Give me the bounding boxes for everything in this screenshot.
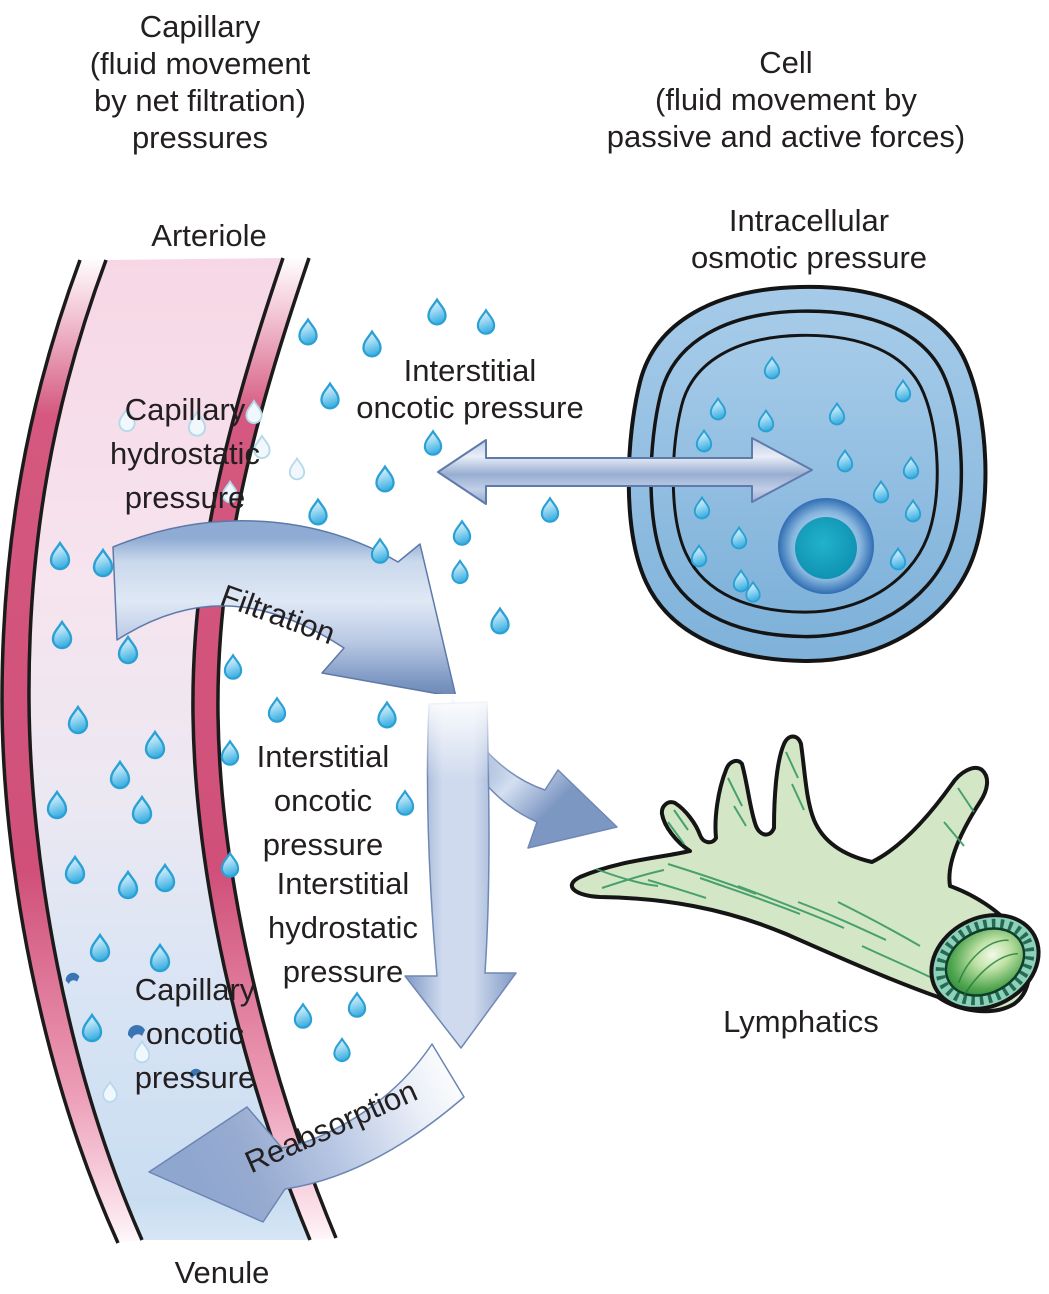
lymphatic-vessel xyxy=(570,734,1041,1014)
label-line: pressure xyxy=(134,1060,256,1095)
water-droplet-icon xyxy=(223,654,243,680)
venule-label: Venule xyxy=(174,1255,270,1290)
interstitial-oncotic-pressure-label: Interstitial oncotic pressure xyxy=(198,735,448,867)
vessel-outlines xyxy=(0,257,338,1244)
label-line: Capillary xyxy=(134,972,256,1007)
water-droplet-icon xyxy=(370,538,390,564)
interstitial-flow-arrows xyxy=(402,694,618,1049)
water-droplet-icon xyxy=(267,697,287,723)
reabsorption-arrow xyxy=(148,1043,465,1223)
label-line: pressure xyxy=(124,480,246,515)
label-line: Interstitial xyxy=(276,866,410,901)
label-line: hydrostatic xyxy=(110,436,260,471)
heading-line: (fluid movement by xyxy=(655,82,917,117)
capillary-vessel xyxy=(0,257,338,1244)
interstitial-hydrostatic-pressure-label: Interstitial hydrostatic pressure xyxy=(218,862,468,994)
heading-line: pressures xyxy=(131,120,269,155)
heading-line: Capillary xyxy=(139,9,261,44)
water-droplet-icon xyxy=(427,298,447,326)
intracellular-osmotic-pressure-label: Intracellular osmotic pressure xyxy=(634,202,984,276)
vessel-lumen xyxy=(28,258,310,1240)
heading-line: (fluid movement xyxy=(89,46,311,81)
vessel-wall-left xyxy=(2,260,142,1243)
water-droplet-icon xyxy=(308,498,328,526)
capillary-oncotic-pressure-label: Capillary oncotic pressure xyxy=(70,968,320,1100)
arteriole-label: Arteriole xyxy=(151,218,267,253)
label-line: hydrostatic xyxy=(268,910,418,945)
water-droplet-icon xyxy=(451,559,469,585)
label-line: Interstitial xyxy=(403,353,537,388)
label-line: Interstitial xyxy=(256,739,390,774)
water-droplet-icon xyxy=(452,520,472,546)
water-droplet-icon xyxy=(298,318,318,346)
interstitial-down-arrow xyxy=(404,701,517,1049)
water-droplet-icon xyxy=(375,465,395,493)
water-droplet-icon xyxy=(540,497,560,523)
label-line: osmotic pressure xyxy=(690,240,928,275)
cell-heading: Cell (fluid movement by passive and acti… xyxy=(561,44,1011,155)
water-droplet-icon xyxy=(490,607,510,635)
capillary-pressures-heading: Capillary (fluid movement by net filtrat… xyxy=(25,8,375,156)
label-line: oncotic xyxy=(145,1016,245,1051)
cell-nucleus xyxy=(778,498,874,594)
lymphatics-label: Lymphatics xyxy=(723,1004,879,1039)
lymphatic-opening xyxy=(929,913,1041,1011)
water-droplet-icon xyxy=(423,430,443,456)
label-line: oncotic xyxy=(273,783,373,818)
label-line: pressure xyxy=(282,954,404,989)
cell xyxy=(437,284,988,664)
lymphatic-texture-lines xyxy=(595,751,975,981)
label-line: pressure xyxy=(262,827,384,862)
label-line: oncotic pressure xyxy=(356,390,584,425)
interstitial-oncotic-pressure-upper-label: Interstitial oncotic pressure xyxy=(320,352,620,426)
transmembrane-osmosis-arrow xyxy=(437,437,813,505)
vessel-wall-right xyxy=(192,258,336,1240)
label-line: Intracellular xyxy=(728,203,890,238)
water-droplet-icon xyxy=(347,992,367,1018)
label-line: Capillary xyxy=(124,392,246,427)
water-droplet-icon xyxy=(377,701,397,729)
heading-line: by net filtration) xyxy=(94,83,306,118)
heading-line: Cell xyxy=(759,45,813,80)
water-droplet-icon xyxy=(476,309,496,335)
water-droplet-icon xyxy=(333,1037,351,1063)
arrow-fade xyxy=(402,694,552,780)
heading-line: passive and active forces) xyxy=(606,119,966,154)
capillary-hydrostatic-pressure-label: Capillary hydrostatic pressure xyxy=(60,388,310,520)
